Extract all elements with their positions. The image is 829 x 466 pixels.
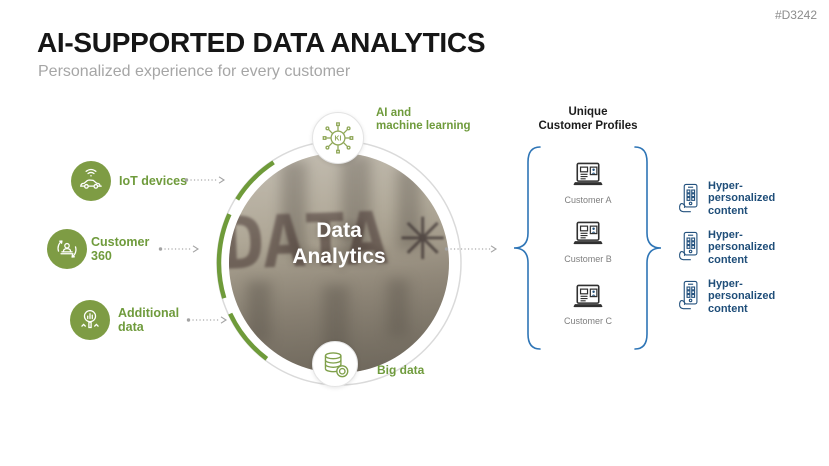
- big-data-node: [312, 341, 358, 387]
- page-title: AI-SUPPORTED DATA ANALYTICS: [37, 27, 486, 58]
- page-subtitle: Personalized experience for every custom…: [38, 63, 351, 80]
- customer-laptop-icon: [573, 284, 603, 308]
- photo-window: [247, 281, 271, 343]
- customer-c-label: Customer C: [563, 316, 612, 326]
- iot-devices-node: [71, 161, 111, 201]
- dotted-arrow-to-profiles: [444, 245, 498, 253]
- dotted-arrow-additional: [186, 316, 228, 324]
- search-chart-icon: [81, 310, 99, 329]
- dotted-arrow-customer360: [158, 245, 200, 253]
- photo-graffiti-symbol: ✳: [398, 205, 447, 273]
- photo-window: [281, 161, 307, 253]
- additional-data-label: Additional data: [118, 306, 180, 335]
- phone-in-hand-icon: [679, 231, 698, 261]
- ai-machine-learning-node: KI: [312, 112, 364, 164]
- ai-chip-icon: KI: [322, 122, 354, 154]
- center-label: Data Analytics: [292, 219, 386, 269]
- iot-devices-label: IoT devices: [119, 174, 188, 188]
- database-icon: [324, 352, 349, 378]
- photo-window: [387, 279, 409, 337]
- hyper-content-label: Hyper- personalized content: [708, 180, 776, 217]
- big-data-label: Big data: [377, 363, 425, 377]
- additional-data-node: [70, 300, 110, 340]
- template-id-tag: #D3242: [774, 8, 817, 22]
- photo-window: [341, 155, 371, 257]
- customer-b-label: Customer B: [564, 254, 612, 264]
- customer-360-node: [47, 229, 87, 269]
- right-brace: [634, 146, 662, 350]
- left-brace: [513, 146, 541, 350]
- customer-laptop-icon: [573, 162, 603, 186]
- data-analytics-photo-circle: DATA ✳: [229, 153, 449, 373]
- iot-car-icon: [80, 168, 102, 189]
- dotted-arrow-iot: [184, 176, 226, 184]
- hyper-content-label: Hyper- personalized content: [708, 278, 776, 315]
- phone-in-hand-icon: [679, 280, 698, 310]
- green-dashed-arc: [216, 160, 275, 361]
- customer-profiles-bracket: [513, 146, 662, 350]
- customer-a-label: Customer A: [564, 195, 612, 205]
- photo-shade-overlay: [229, 153, 449, 373]
- ai-ml-label: AI and machine learning: [376, 107, 471, 133]
- unique-customer-profiles-header: Unique Customer Profiles: [538, 106, 638, 132]
- phone-in-hand-icon: [679, 183, 698, 213]
- customer-360-label: Customer 360: [91, 235, 150, 264]
- ki-chip-label: KI: [335, 136, 342, 143]
- customer-laptop-icon: [573, 221, 603, 245]
- photo-window: [397, 167, 421, 249]
- hyper-content-label: Hyper- personalized content: [708, 229, 776, 266]
- customer-360-icon: [57, 240, 77, 258]
